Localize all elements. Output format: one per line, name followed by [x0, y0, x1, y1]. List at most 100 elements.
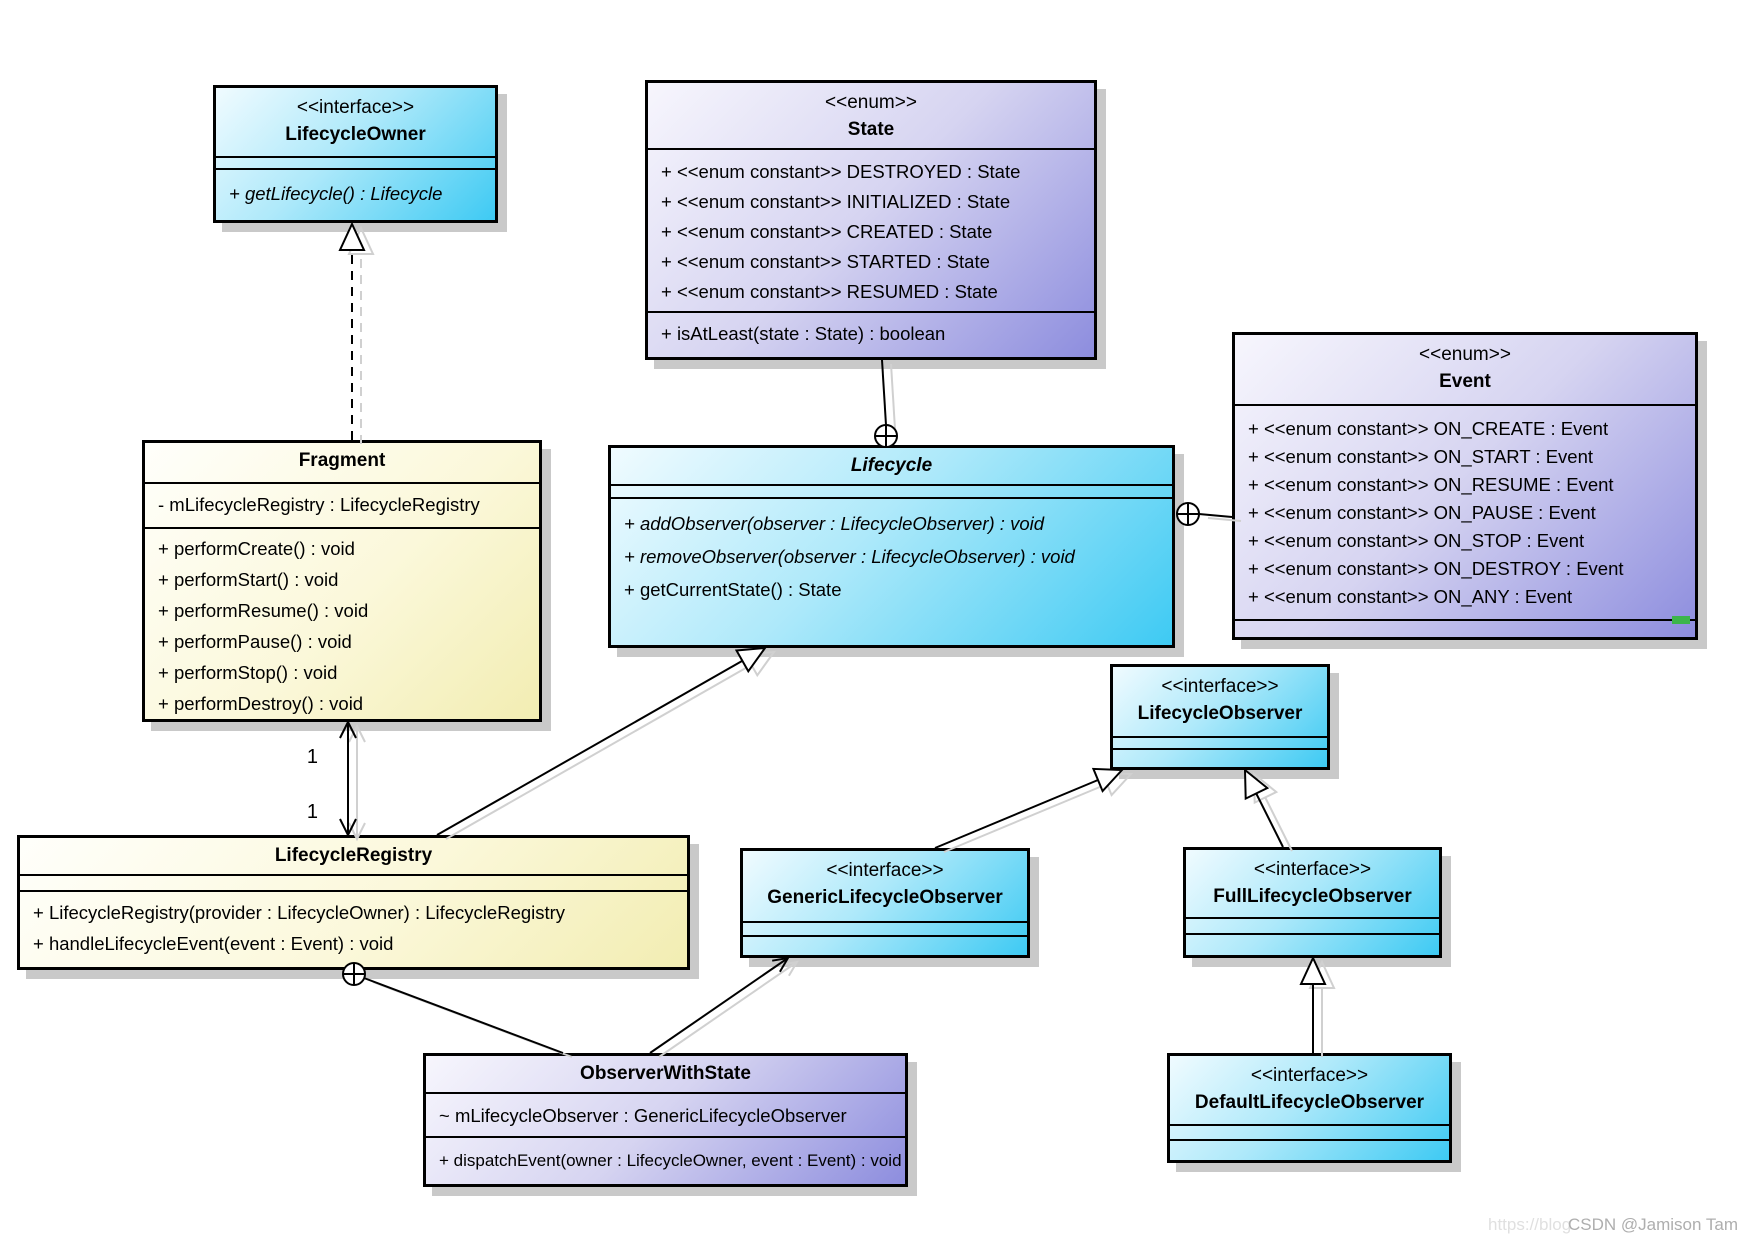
enum-constant-row: + <<enum constant>> INITIALIZED : State	[661, 191, 1011, 212]
operations-section: + performCreate() : void + performStart(…	[145, 529, 539, 719]
attributes-section-empty	[743, 923, 1027, 937]
green-selection-handle	[1672, 616, 1690, 624]
class-box-lifecycle-owner[interactable]: <<interface>> LifecycleOwner + getLifecy…	[213, 85, 498, 223]
enum-constant-row: + <<enum constant>> ON_STOP : Event	[1248, 530, 1585, 551]
class-title: <<interface>> LifecycleOwner	[216, 88, 495, 158]
attributes-section-empty	[1170, 1126, 1449, 1141]
class-box-fragment[interactable]: Fragment - mLifecycleRegistry : Lifecycl…	[142, 440, 542, 722]
operations-section: + addObserver(observer : LifecycleObserv…	[611, 499, 1172, 642]
generalization-defaultobserver-fullobserver	[1299, 955, 1327, 1053]
multiplicity-label-fragment-end: 1	[306, 746, 318, 768]
association-fragment-lifecycleregistry	[339, 719, 357, 838]
class-title: <<enum>> State	[648, 83, 1094, 150]
operation-row: + getLifecycle() : Lifecycle	[229, 183, 443, 204]
operation-row: + handleLifecycleEvent(event : Event) : …	[33, 933, 394, 954]
interface-box-lifecycle-observer[interactable]: <<interface>> LifecycleObserver	[1110, 664, 1330, 770]
enum-box-event[interactable]: <<enum>> Event + <<enum constant>> ON_CR…	[1232, 332, 1698, 640]
attributes-section: - mLifecycleRegistry : LifecycleRegistry	[145, 484, 539, 529]
association-observerwithstate-genericobserver	[649, 956, 790, 1054]
class-box-lifecycle[interactable]: Lifecycle + addObserver(observer : Lifec…	[608, 445, 1175, 648]
class-title: <<enum>> Event	[1235, 335, 1695, 406]
enum-constant-row: + <<enum constant>> ON_ANY : Event	[1248, 586, 1573, 607]
enum-box-state[interactable]: <<enum>> State + <<enum constant>> DESTR…	[645, 80, 1097, 360]
enum-constant-row: + <<enum constant>> ON_RESUME : Event	[1248, 474, 1614, 495]
enum-constant-row: + <<enum constant>> CREATED : State	[661, 221, 993, 242]
class-title: <<interface>> FullLifecycleObserver	[1186, 850, 1439, 919]
generalization-fullobserver-lifecycleobserver	[1243, 767, 1284, 848]
attribute-row: - mLifecycleRegistry : LifecycleRegistry	[158, 494, 480, 515]
watermark: https://blog CSDN @Jamison Tam	[1468, 1212, 1750, 1238]
operation-row: + removeObserver(observer : LifecycleObs…	[624, 546, 1075, 567]
class-name: Event	[1439, 371, 1491, 392]
class-name: LifecycleRegistry	[274, 845, 433, 866]
class-name: DefaultLifecycleObserver	[1194, 1092, 1425, 1113]
operation-row: + performStop() : void	[158, 662, 338, 683]
enum-constant-row: + <<enum constant>> ON_DESTROY : Event	[1248, 558, 1624, 579]
attributes-section-empty	[611, 486, 1172, 499]
class-title: <<interface>> DefaultLifecycleObserver	[1170, 1056, 1449, 1126]
operation-row: + addObserver(observer : LifecycleObserv…	[624, 513, 1045, 534]
attributes-section-empty	[1113, 738, 1327, 750]
enum-constant-row: + <<enum constant>> ON_CREATE : Event	[1248, 418, 1609, 439]
class-name: Fragment	[298, 450, 386, 471]
interface-box-generic-lifecycle-observer[interactable]: <<interface>> GenericLifecycleObserver	[740, 848, 1030, 958]
attributes-section: ~ mLifecycleObserver : GenericLifecycleO…	[426, 1094, 905, 1138]
attributes-section-empty	[20, 876, 687, 892]
watermark-url-text: https://blog	[1488, 1215, 1572, 1234]
enum-constant-row: + <<enum constant>> ON_PAUSE : Event	[1248, 502, 1596, 523]
stereotype-label: <<interface>>	[826, 860, 944, 881]
operation-row: + performDestroy() : void	[158, 693, 364, 714]
class-title: Fragment	[145, 443, 539, 484]
class-title: <<interface>> GenericLifecycleObserver	[743, 851, 1027, 923]
enum-constant-row: + <<enum constant>> ON_START : Event	[1248, 446, 1594, 467]
operation-row: + getCurrentState() : State	[624, 579, 842, 600]
operation-row: + dispatchEvent(owner : LifecycleOwner, …	[439, 1151, 902, 1170]
enum-constant-row: + <<enum constant>> STARTED : State	[661, 251, 990, 272]
interface-box-default-lifecycle-observer[interactable]: <<interface>> DefaultLifecycleObserver	[1167, 1053, 1452, 1163]
stereotype-label: <<enum>>	[825, 92, 917, 113]
attribute-row: ~ mLifecycleObserver : GenericLifecycleO…	[439, 1105, 847, 1126]
interface-box-full-lifecycle-observer[interactable]: <<interface>> FullLifecycleObserver	[1183, 847, 1442, 958]
operations-section: + isAtLeast(state : State) : boolean	[648, 313, 1094, 357]
nesting-state-lifecycle	[874, 359, 898, 448]
class-title: LifecycleRegistry	[20, 838, 687, 876]
class-title: Lifecycle	[611, 448, 1172, 486]
operation-row: + performPause() : void	[158, 631, 352, 652]
class-title: ObserverWithState	[426, 1056, 905, 1094]
operation-row: + performStart() : void	[158, 569, 339, 590]
enum-constant-row: + <<enum constant>> DESTROYED : State	[661, 161, 1021, 182]
operation-row: + LifecycleRegistry(provider : Lifecycle…	[33, 902, 566, 923]
nesting-observerwithstate-lifecycleregistry	[342, 962, 564, 1054]
class-name: Lifecycle	[850, 455, 933, 476]
class-name: FullLifecycleObserver	[1213, 886, 1412, 907]
stereotype-label: <<interface>>	[1161, 676, 1279, 697]
class-name: ObserverWithState	[580, 1063, 751, 1084]
stereotype-label: <<interface>>	[1253, 859, 1372, 880]
nesting-event-lifecycle	[1176, 502, 1233, 526]
attributes-section: + <<enum constant>> DESTROYED : State + …	[648, 150, 1094, 313]
class-box-observer-with-state[interactable]: ObserverWithState ~ mLifecycleObserver :…	[423, 1053, 908, 1187]
operations-section-empty	[1235, 621, 1695, 637]
attributes-section-empty	[216, 158, 495, 170]
stereotype-label: <<interface>>	[1250, 1065, 1369, 1086]
class-name: GenericLifecycleObserver	[767, 887, 1003, 908]
class-title: <<interface>> LifecycleObserver	[1113, 667, 1327, 738]
operation-row: + performResume() : void	[158, 600, 369, 621]
operations-section: + dispatchEvent(owner : LifecycleOwner, …	[426, 1138, 905, 1184]
attributes-section: + <<enum constant>> ON_CREATE : Event + …	[1235, 406, 1695, 621]
class-name: State	[847, 119, 895, 140]
generalization-genericobserver-lifecycleobserver	[934, 767, 1125, 849]
class-box-lifecycle-registry[interactable]: LifecycleRegistry + LifecycleRegistry(pr…	[17, 835, 690, 970]
class-name: LifecycleObserver	[1137, 703, 1303, 724]
watermark-credit-text: CSDN @Jamison Tam	[1568, 1215, 1738, 1234]
operations-section: + getLifecycle() : Lifecycle	[216, 170, 495, 218]
stereotype-label: <<interface>>	[296, 97, 415, 118]
operations-section: + LifecycleRegistry(provider : Lifecycle…	[20, 892, 687, 967]
multiplicity-label-registry-end: 1	[306, 801, 318, 823]
operation-row: + isAtLeast(state : State) : boolean	[661, 323, 946, 344]
attributes-section-empty	[1186, 919, 1439, 935]
realization-fragment-lifecycleowner	[338, 221, 366, 440]
operation-row: + performCreate() : void	[158, 538, 355, 559]
class-name: LifecycleOwner	[285, 124, 426, 145]
